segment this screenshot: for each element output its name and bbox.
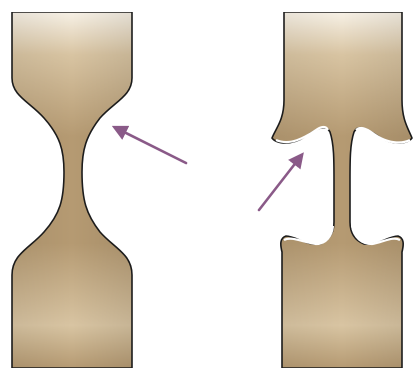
left-specimen xyxy=(10,0,134,375)
arrow-icon xyxy=(259,156,301,210)
right-specimen xyxy=(272,0,412,375)
arrow-icon xyxy=(116,128,186,163)
left-specimen-shade xyxy=(12,12,132,368)
right-specimen-shade xyxy=(272,12,412,368)
arrow-right xyxy=(259,156,301,210)
arrow-left xyxy=(116,128,186,163)
